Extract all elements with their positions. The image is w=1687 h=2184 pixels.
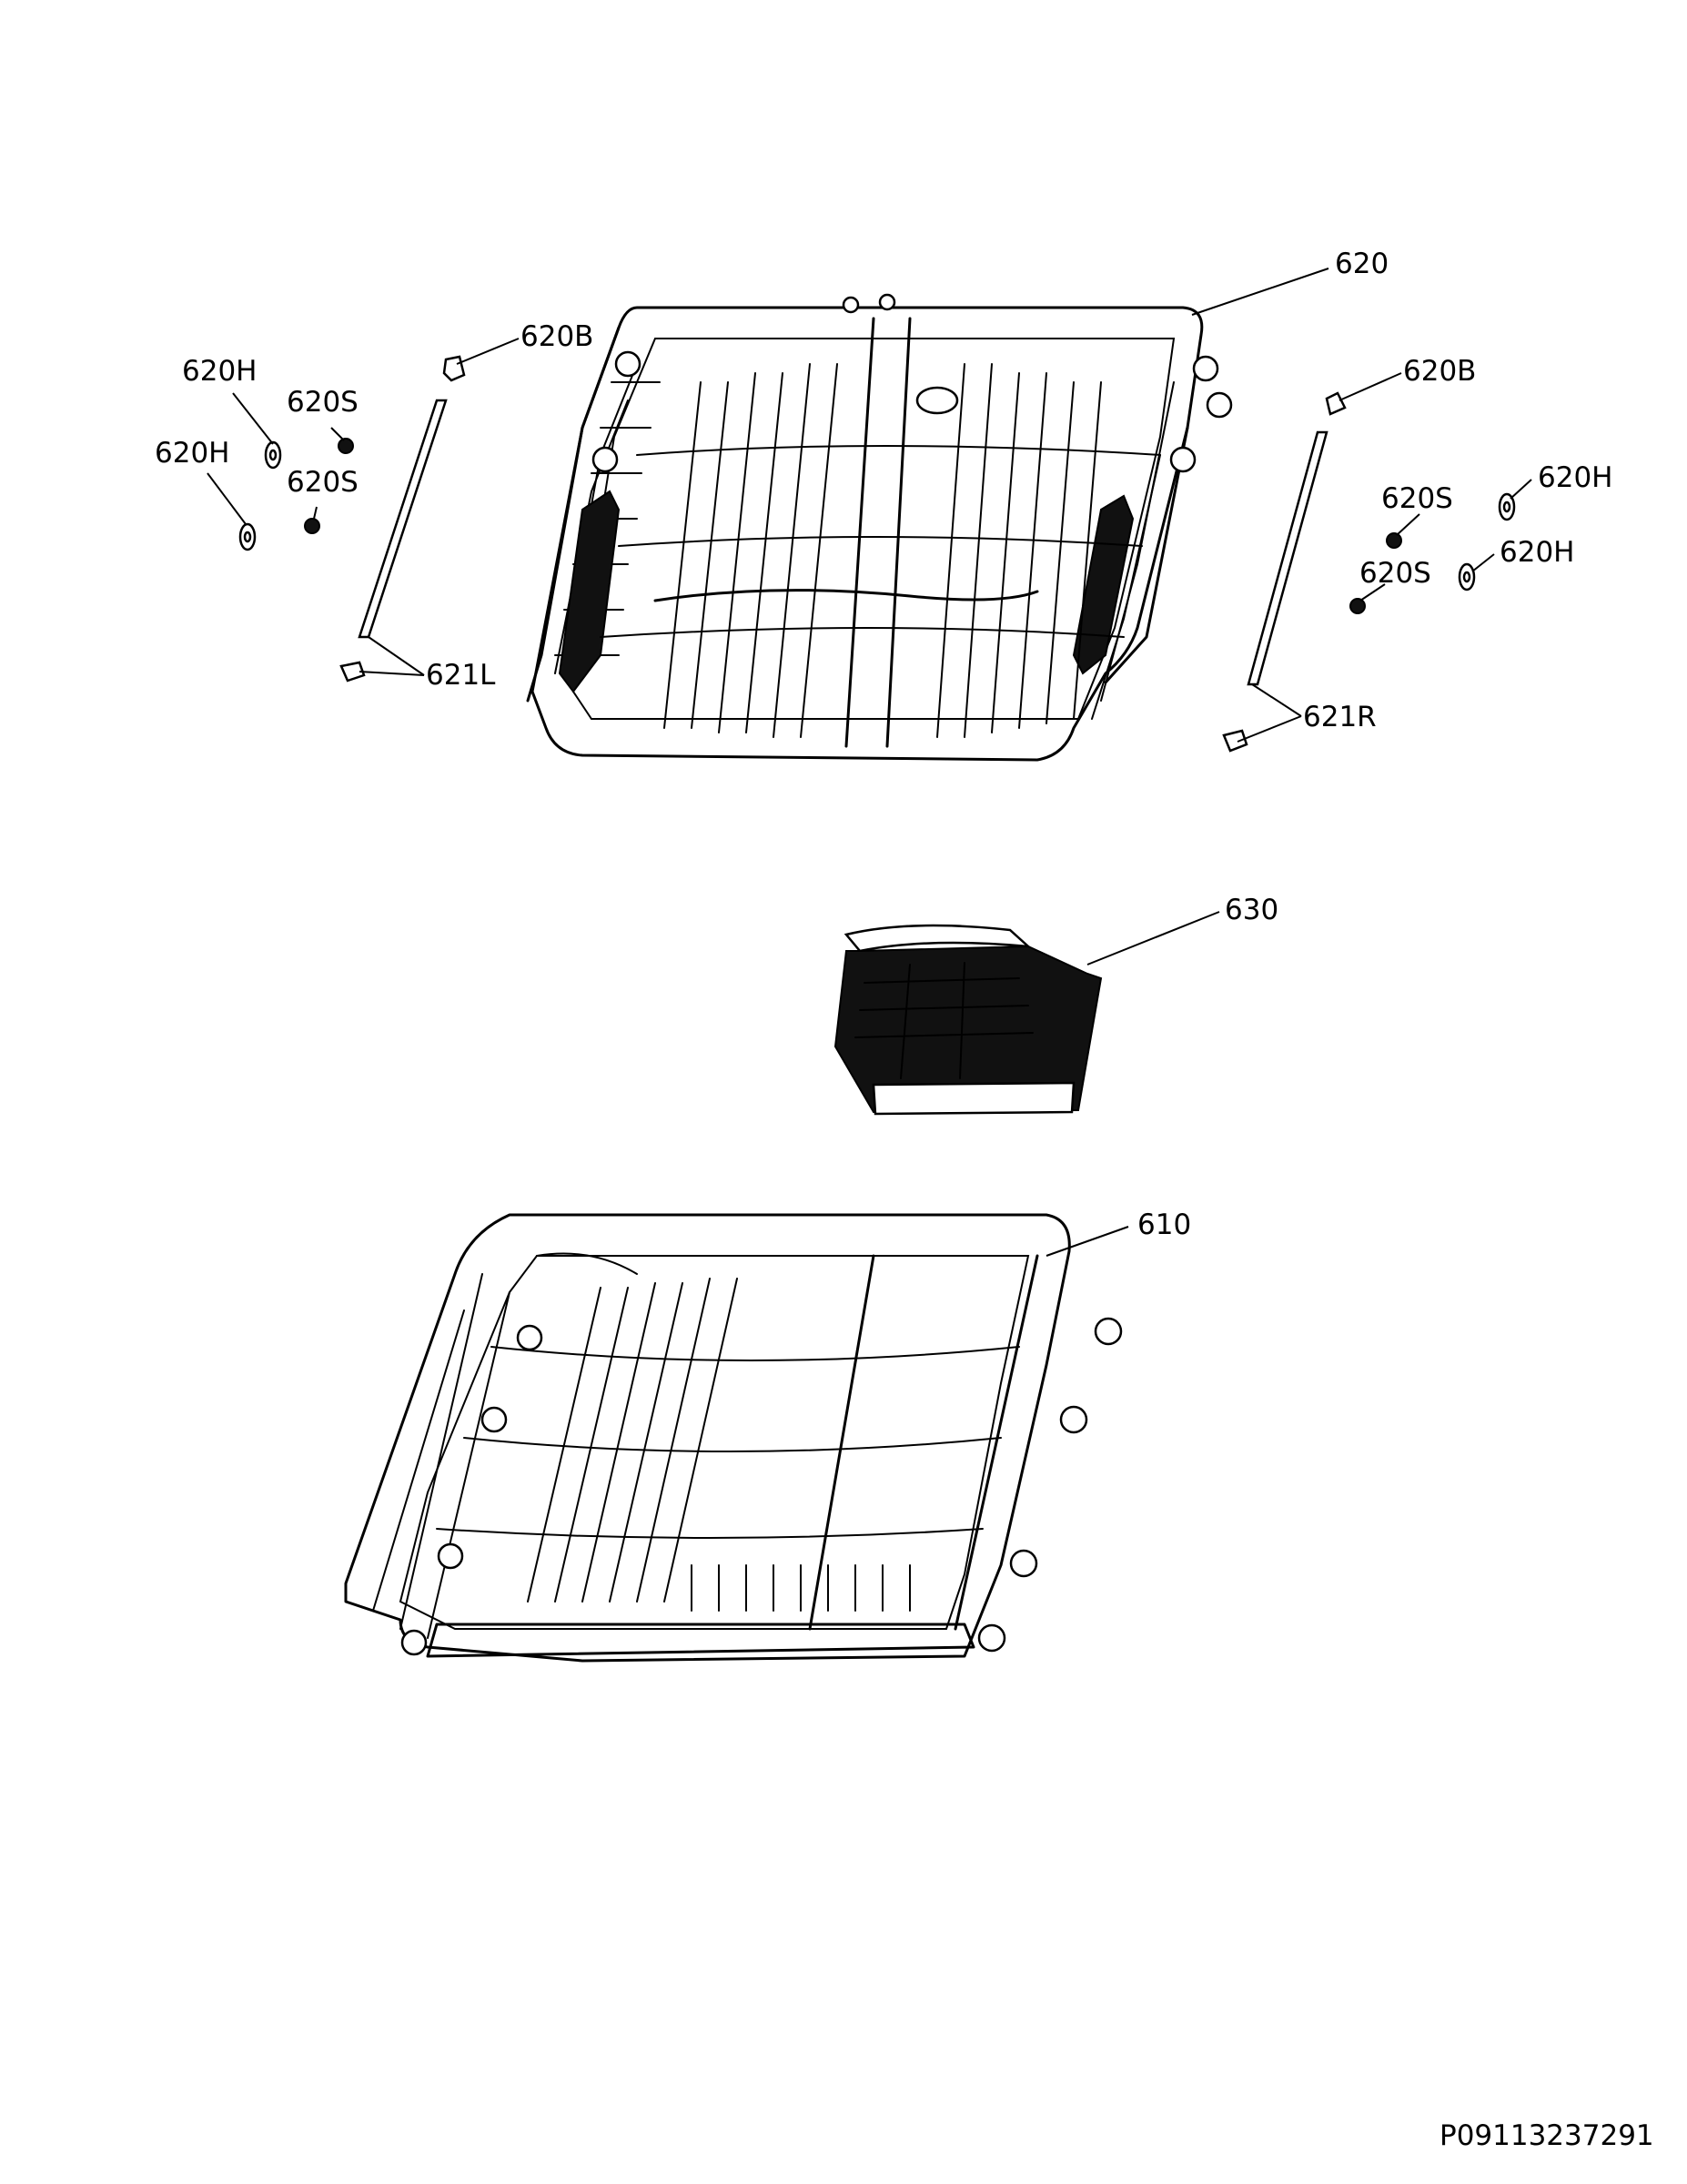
lower-basket-610: [344, 1213, 1123, 1663]
callout-620H-left-top: 620H: [182, 355, 257, 388]
callout-620S-left-top: 620S: [287, 386, 359, 419]
callout-620B-right: 620B: [1403, 355, 1476, 388]
wheels-620S: [304, 438, 1402, 614]
hubs-620H: [238, 440, 1516, 592]
callout-620B-left: 620B: [520, 320, 593, 353]
leader-lines: [207, 268, 1532, 1257]
drawing-id: P09113237291: [1440, 2119, 1654, 2152]
callout-620S-left-bottom: 620S: [287, 466, 359, 499]
callout-620S-right-top: 620S: [1381, 482, 1453, 515]
callout-620: 620: [1335, 248, 1389, 280]
callout-620H-right-bottom: 620H: [1500, 536, 1574, 569]
rail-621L: [339, 399, 448, 682]
callout-621R: 621R: [1303, 701, 1377, 733]
callout-621L: 621L: [426, 659, 496, 692]
callout-620H-right-top: 620H: [1538, 461, 1612, 494]
callout-620H-left-bottom: 620H: [155, 437, 229, 470]
callout-620S-right-bottom: 620S: [1359, 557, 1431, 590]
upper-basket-620: [526, 293, 1233, 762]
bracket-620B-left: [442, 355, 466, 382]
rail-621R: [1222, 430, 1328, 753]
bracket-620B-right: [1325, 391, 1347, 416]
cutlery-basket-630: [833, 924, 1103, 1116]
callout-630: 630: [1225, 894, 1278, 926]
callout-610: 610: [1137, 1208, 1191, 1241]
